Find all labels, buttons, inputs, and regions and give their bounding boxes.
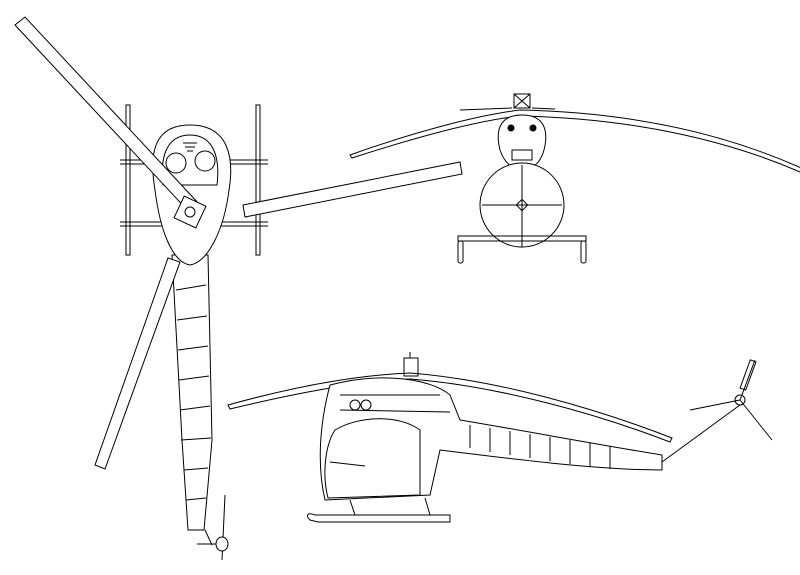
- tail-boom: [171, 254, 229, 561]
- side-view: [227, 352, 773, 523]
- cockpit: [152, 124, 232, 266]
- front-view: [349, 93, 800, 264]
- skids: [307, 497, 451, 523]
- rotor-blade: [349, 109, 800, 173]
- skids: [457, 235, 587, 264]
- main-rotor-blades: [14, 16, 463, 470]
- top-view: [14, 16, 463, 561]
